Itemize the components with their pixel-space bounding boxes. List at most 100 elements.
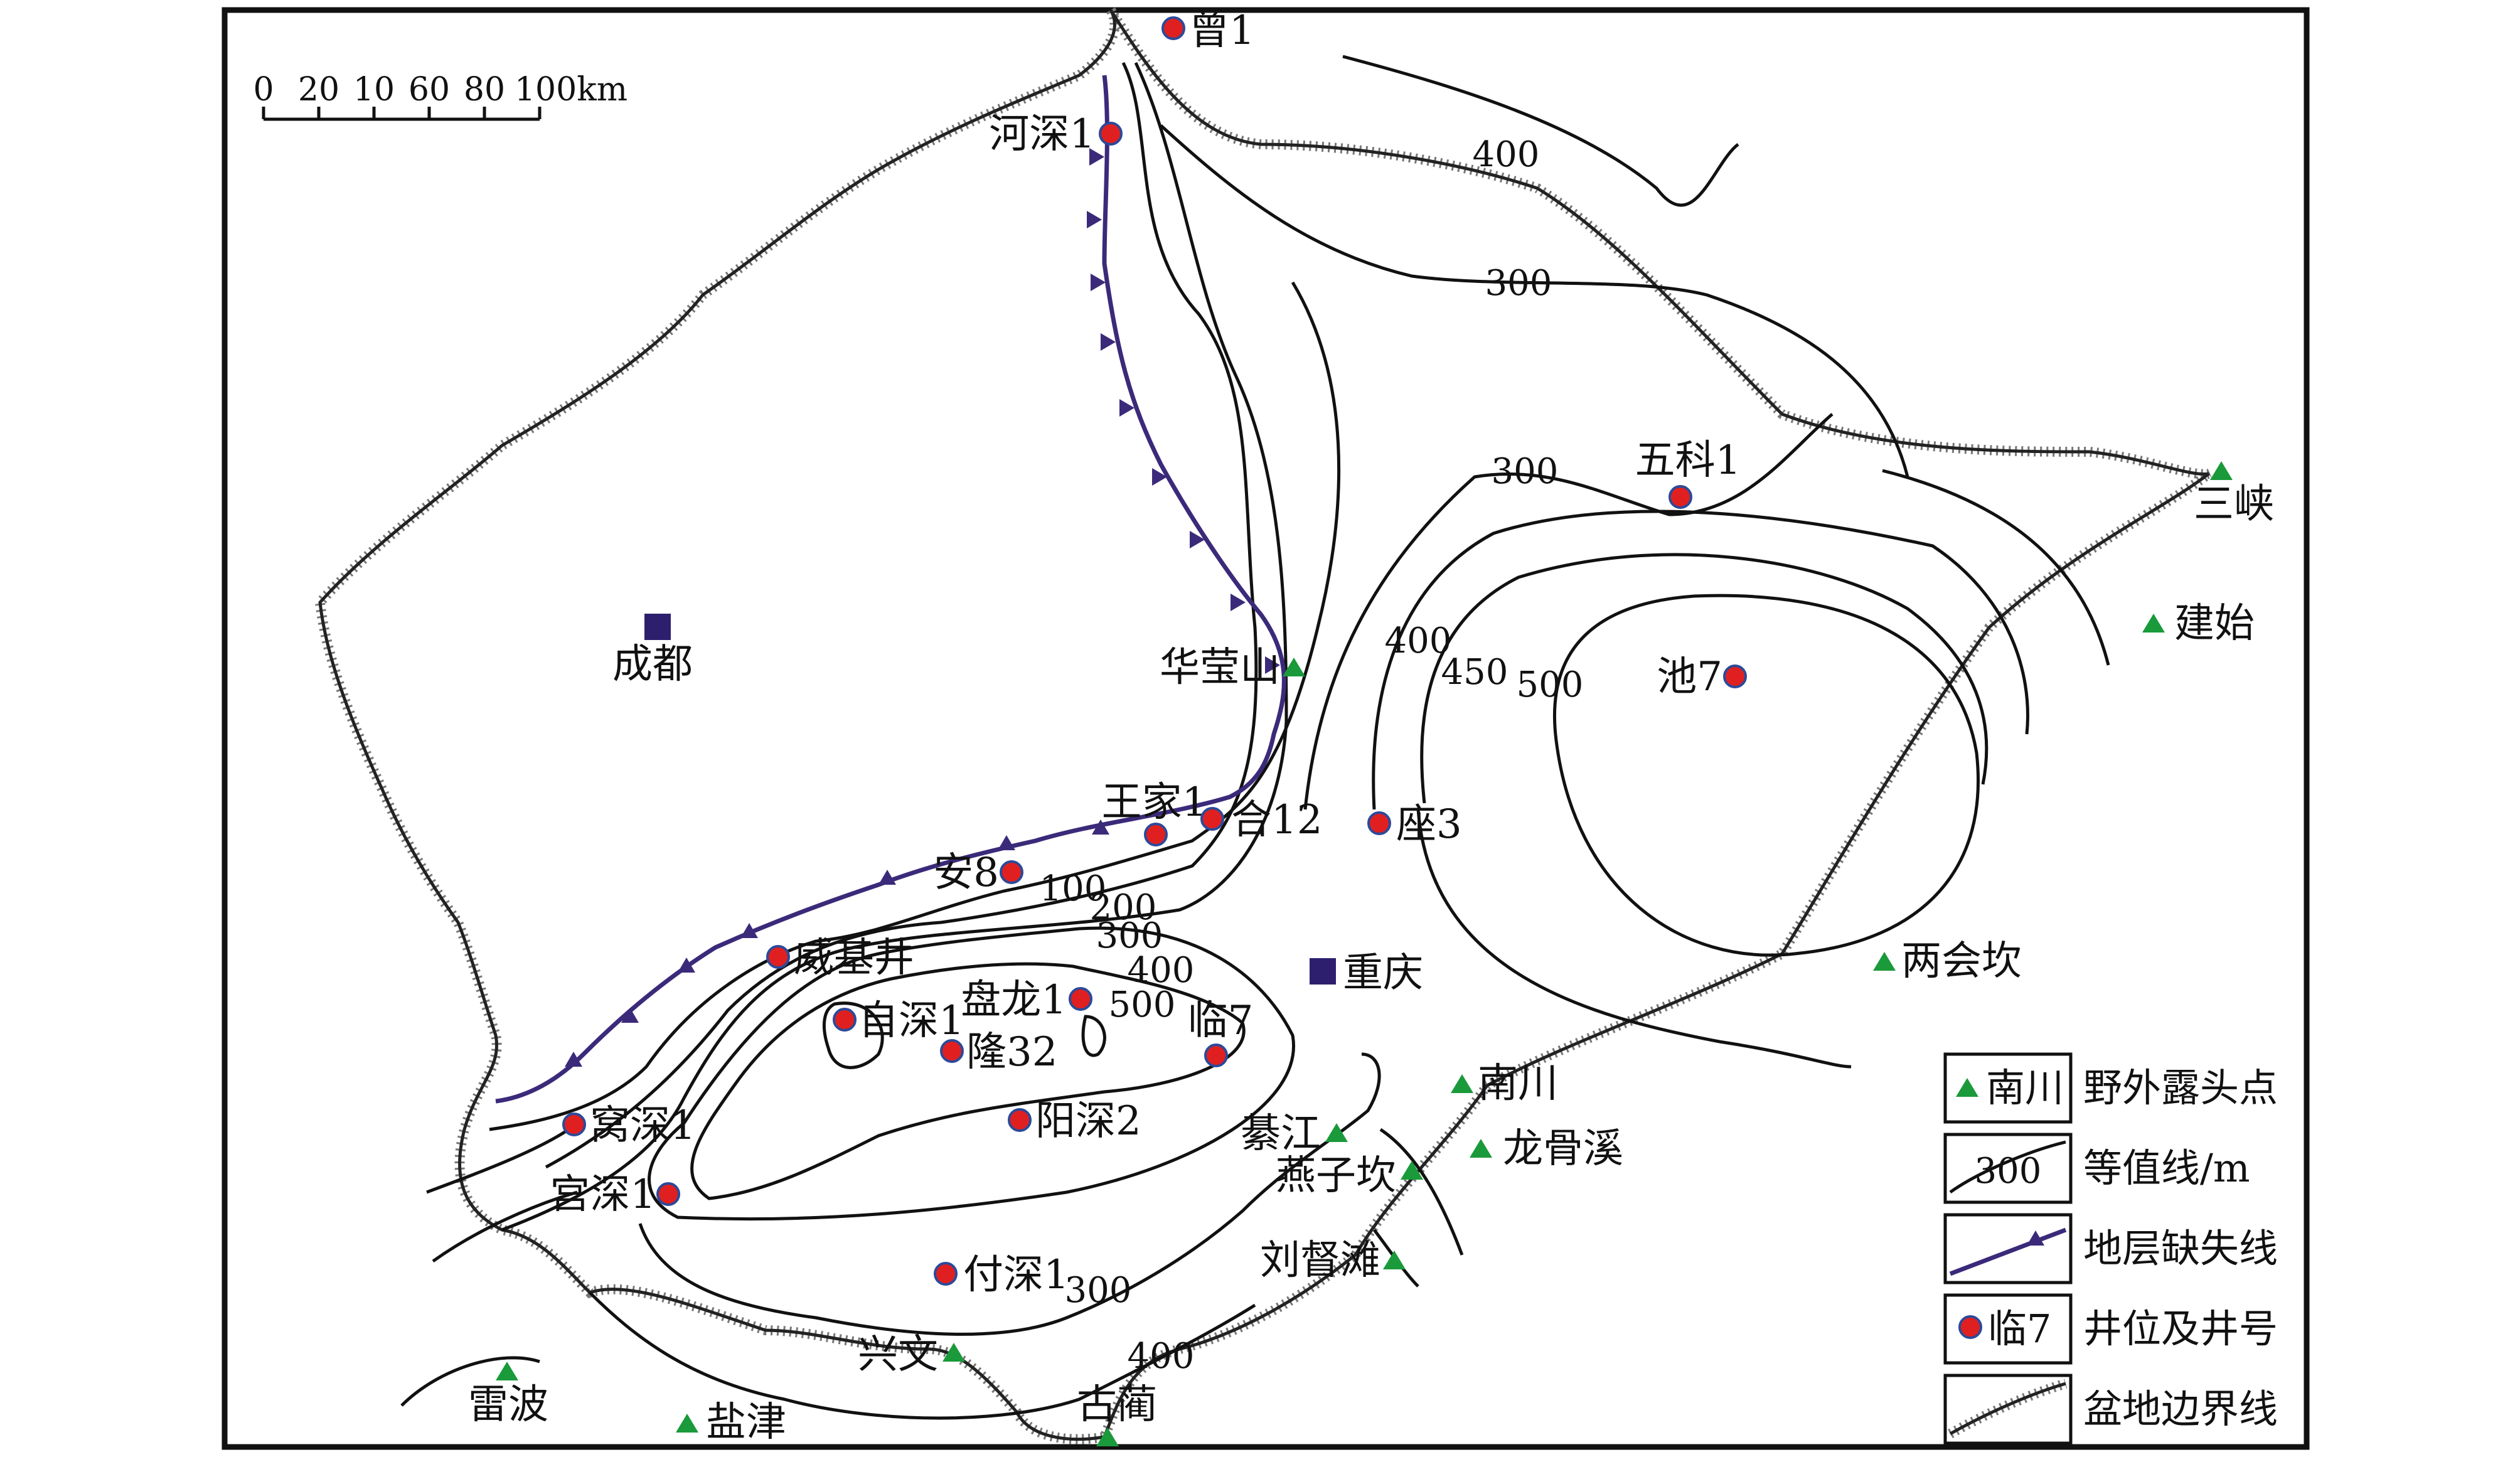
missing-line-tick xyxy=(678,958,695,973)
outcrop-label-huayingshan: 华莹山 xyxy=(1160,644,1280,691)
contour-label: 100 xyxy=(1040,868,1107,909)
legend-label-contour: 等值线/m xyxy=(2083,1145,2250,1191)
well-label-zuo3: 座3 xyxy=(1396,801,1462,848)
legend-sample-well: 临7 xyxy=(1988,1306,2051,1352)
outcrop-icon xyxy=(1873,952,1896,971)
missing-line-tick xyxy=(1265,656,1280,674)
scale-label: 100km xyxy=(515,71,627,109)
scale-label: 10 xyxy=(353,71,395,109)
contour-label: 500 xyxy=(1517,664,1584,705)
contour-west-400 xyxy=(432,1190,578,1263)
outcrop-label-liuduta: 刘督滩 xyxy=(1260,1237,1380,1284)
well-label-long32: 隆32 xyxy=(966,1029,1057,1075)
outcrop-markers: 华莹山 三峡 建始 两会坎 南川 綦江 龙骨溪 燕子坎 刘督滩 兴文 雷波 盐津… xyxy=(468,461,2274,1446)
outcrop-icon xyxy=(496,1362,518,1380)
missing-line-tick xyxy=(1101,333,1116,351)
contour-c-300 xyxy=(1303,413,2110,810)
contour-label: 300 xyxy=(1492,451,1559,492)
city-marker-icon xyxy=(1310,958,1336,985)
contour-labels: 400 300 300 400 450 500 100 200 300 400 … xyxy=(1040,134,1584,1377)
legend-contour-line xyxy=(1949,1140,2066,1194)
well-icon xyxy=(1958,1315,1982,1339)
well-label-an8: 安8 xyxy=(933,850,999,896)
well-label-zeng1: 曾1 xyxy=(1189,8,1255,54)
outcrop-icon xyxy=(1401,1161,1423,1180)
legend-label-well: 井位及井号 xyxy=(2083,1306,2278,1352)
well-icon xyxy=(1161,16,1185,40)
well-label-zishen1: 自深1 xyxy=(858,998,964,1044)
city-label-chengdu: 成都 xyxy=(612,641,693,688)
outcrop-label-jianshi: 建始 xyxy=(2174,600,2255,647)
contour-ne-300 xyxy=(1160,124,1909,478)
legend-label-missing: 地层缺失线 xyxy=(2083,1225,2278,1271)
well-label-wuke1: 五科1 xyxy=(1635,437,1741,484)
contour-s-300 xyxy=(501,61,1288,1232)
outcrop-label-qijiang: 綦江 xyxy=(1241,1111,1321,1157)
contour-label: 400 xyxy=(1128,950,1195,991)
well-icon xyxy=(562,1113,586,1136)
well-icon xyxy=(934,1262,958,1286)
contour-ziliu-loop xyxy=(822,1001,884,1069)
missing-line-tick xyxy=(740,923,758,938)
missing-line-tick xyxy=(1152,468,1167,486)
contour-label: 500 xyxy=(1109,985,1176,1025)
well-icon xyxy=(1008,1108,1032,1132)
outcrop-label-xingwen: 兴文 xyxy=(858,1332,938,1378)
well-icon xyxy=(1099,122,1123,146)
well-label-panlong1: 盘龙1 xyxy=(961,977,1067,1023)
outcrop-icon xyxy=(2142,614,2165,632)
outcrop-icon xyxy=(676,1414,698,1433)
contour-label: 300 xyxy=(1096,915,1163,956)
missing-line-tick xyxy=(998,835,1015,850)
legend: 南川 野外露头点 300 等值线/m 地层缺失线 临7 井位及井号 盆地边界线 xyxy=(1943,1052,2278,1445)
contour-east-tail xyxy=(1379,1128,1464,1256)
outcrop-label-yanjin: 盐津 xyxy=(706,1399,786,1446)
outcrop-label-longguxi: 龙骨溪 xyxy=(1503,1126,1623,1172)
missing-line-tick xyxy=(621,1008,639,1023)
outcrop-label-leibo: 雷波 xyxy=(468,1382,548,1428)
legend-sample-outcrop: 南川 xyxy=(1986,1065,2064,1111)
legend-label-outcrop: 野外露头点 xyxy=(2083,1065,2278,1111)
contour-s-100 xyxy=(489,281,1341,1131)
legend-basin-line xyxy=(1949,1382,2066,1436)
city-label-chongqing: 重庆 xyxy=(1343,950,1423,996)
scale-label: 20 xyxy=(298,71,339,109)
scale-label: 80 xyxy=(464,71,505,109)
legend-sample-contour: 300 xyxy=(1975,1151,2042,1192)
well-label-weijijing: 威基井 xyxy=(794,935,914,981)
city-markers: 成都 重庆 xyxy=(612,614,1423,996)
legend-sample-box xyxy=(1943,1213,2073,1284)
well-label-he12: 合12 xyxy=(1231,797,1322,843)
well-icon xyxy=(1204,1043,1228,1067)
well-icon xyxy=(1144,823,1168,846)
outcrop-icon xyxy=(1956,1078,1978,1097)
contour-s-400 xyxy=(648,926,1295,1221)
outcrop-label-nanchuan: 南川 xyxy=(1478,1060,1558,1107)
contour-lines xyxy=(400,55,2110,1420)
well-label-fushen1: 付深1 xyxy=(963,1252,1069,1298)
well-icon xyxy=(1723,664,1747,688)
contour-c-450 xyxy=(1416,553,1989,1069)
well-icon xyxy=(940,1039,964,1063)
missing-line-tick xyxy=(1087,211,1102,228)
outcrop-icon xyxy=(1325,1123,1348,1142)
contour-southwest xyxy=(400,1356,540,1407)
well-label-wangjia1: 王家1 xyxy=(1102,779,1208,826)
basin-boundary xyxy=(314,7,2212,1444)
well-label-heshen1: 河深1 xyxy=(989,111,1095,157)
well-label-woshen1: 窝深1 xyxy=(590,1102,696,1149)
contour-s-500 xyxy=(690,962,1246,1200)
contour-label: 400 xyxy=(1128,1336,1195,1377)
well-icon xyxy=(656,1182,680,1206)
well-icon xyxy=(1367,811,1391,835)
outcrop-label-yanzikan: 燕子坎 xyxy=(1276,1153,1396,1199)
map-frame xyxy=(222,7,2310,1450)
city-marker-icon xyxy=(644,614,671,640)
contour-label: 200 xyxy=(1090,887,1157,928)
well-label-lin7: 临7 xyxy=(1188,998,1254,1044)
contour-label: 300 xyxy=(1065,1270,1132,1311)
missing-line-tick xyxy=(1092,819,1109,835)
missing-line-tick xyxy=(1119,399,1135,417)
legend-label-basin: 盆地边界线 xyxy=(2083,1386,2278,1432)
